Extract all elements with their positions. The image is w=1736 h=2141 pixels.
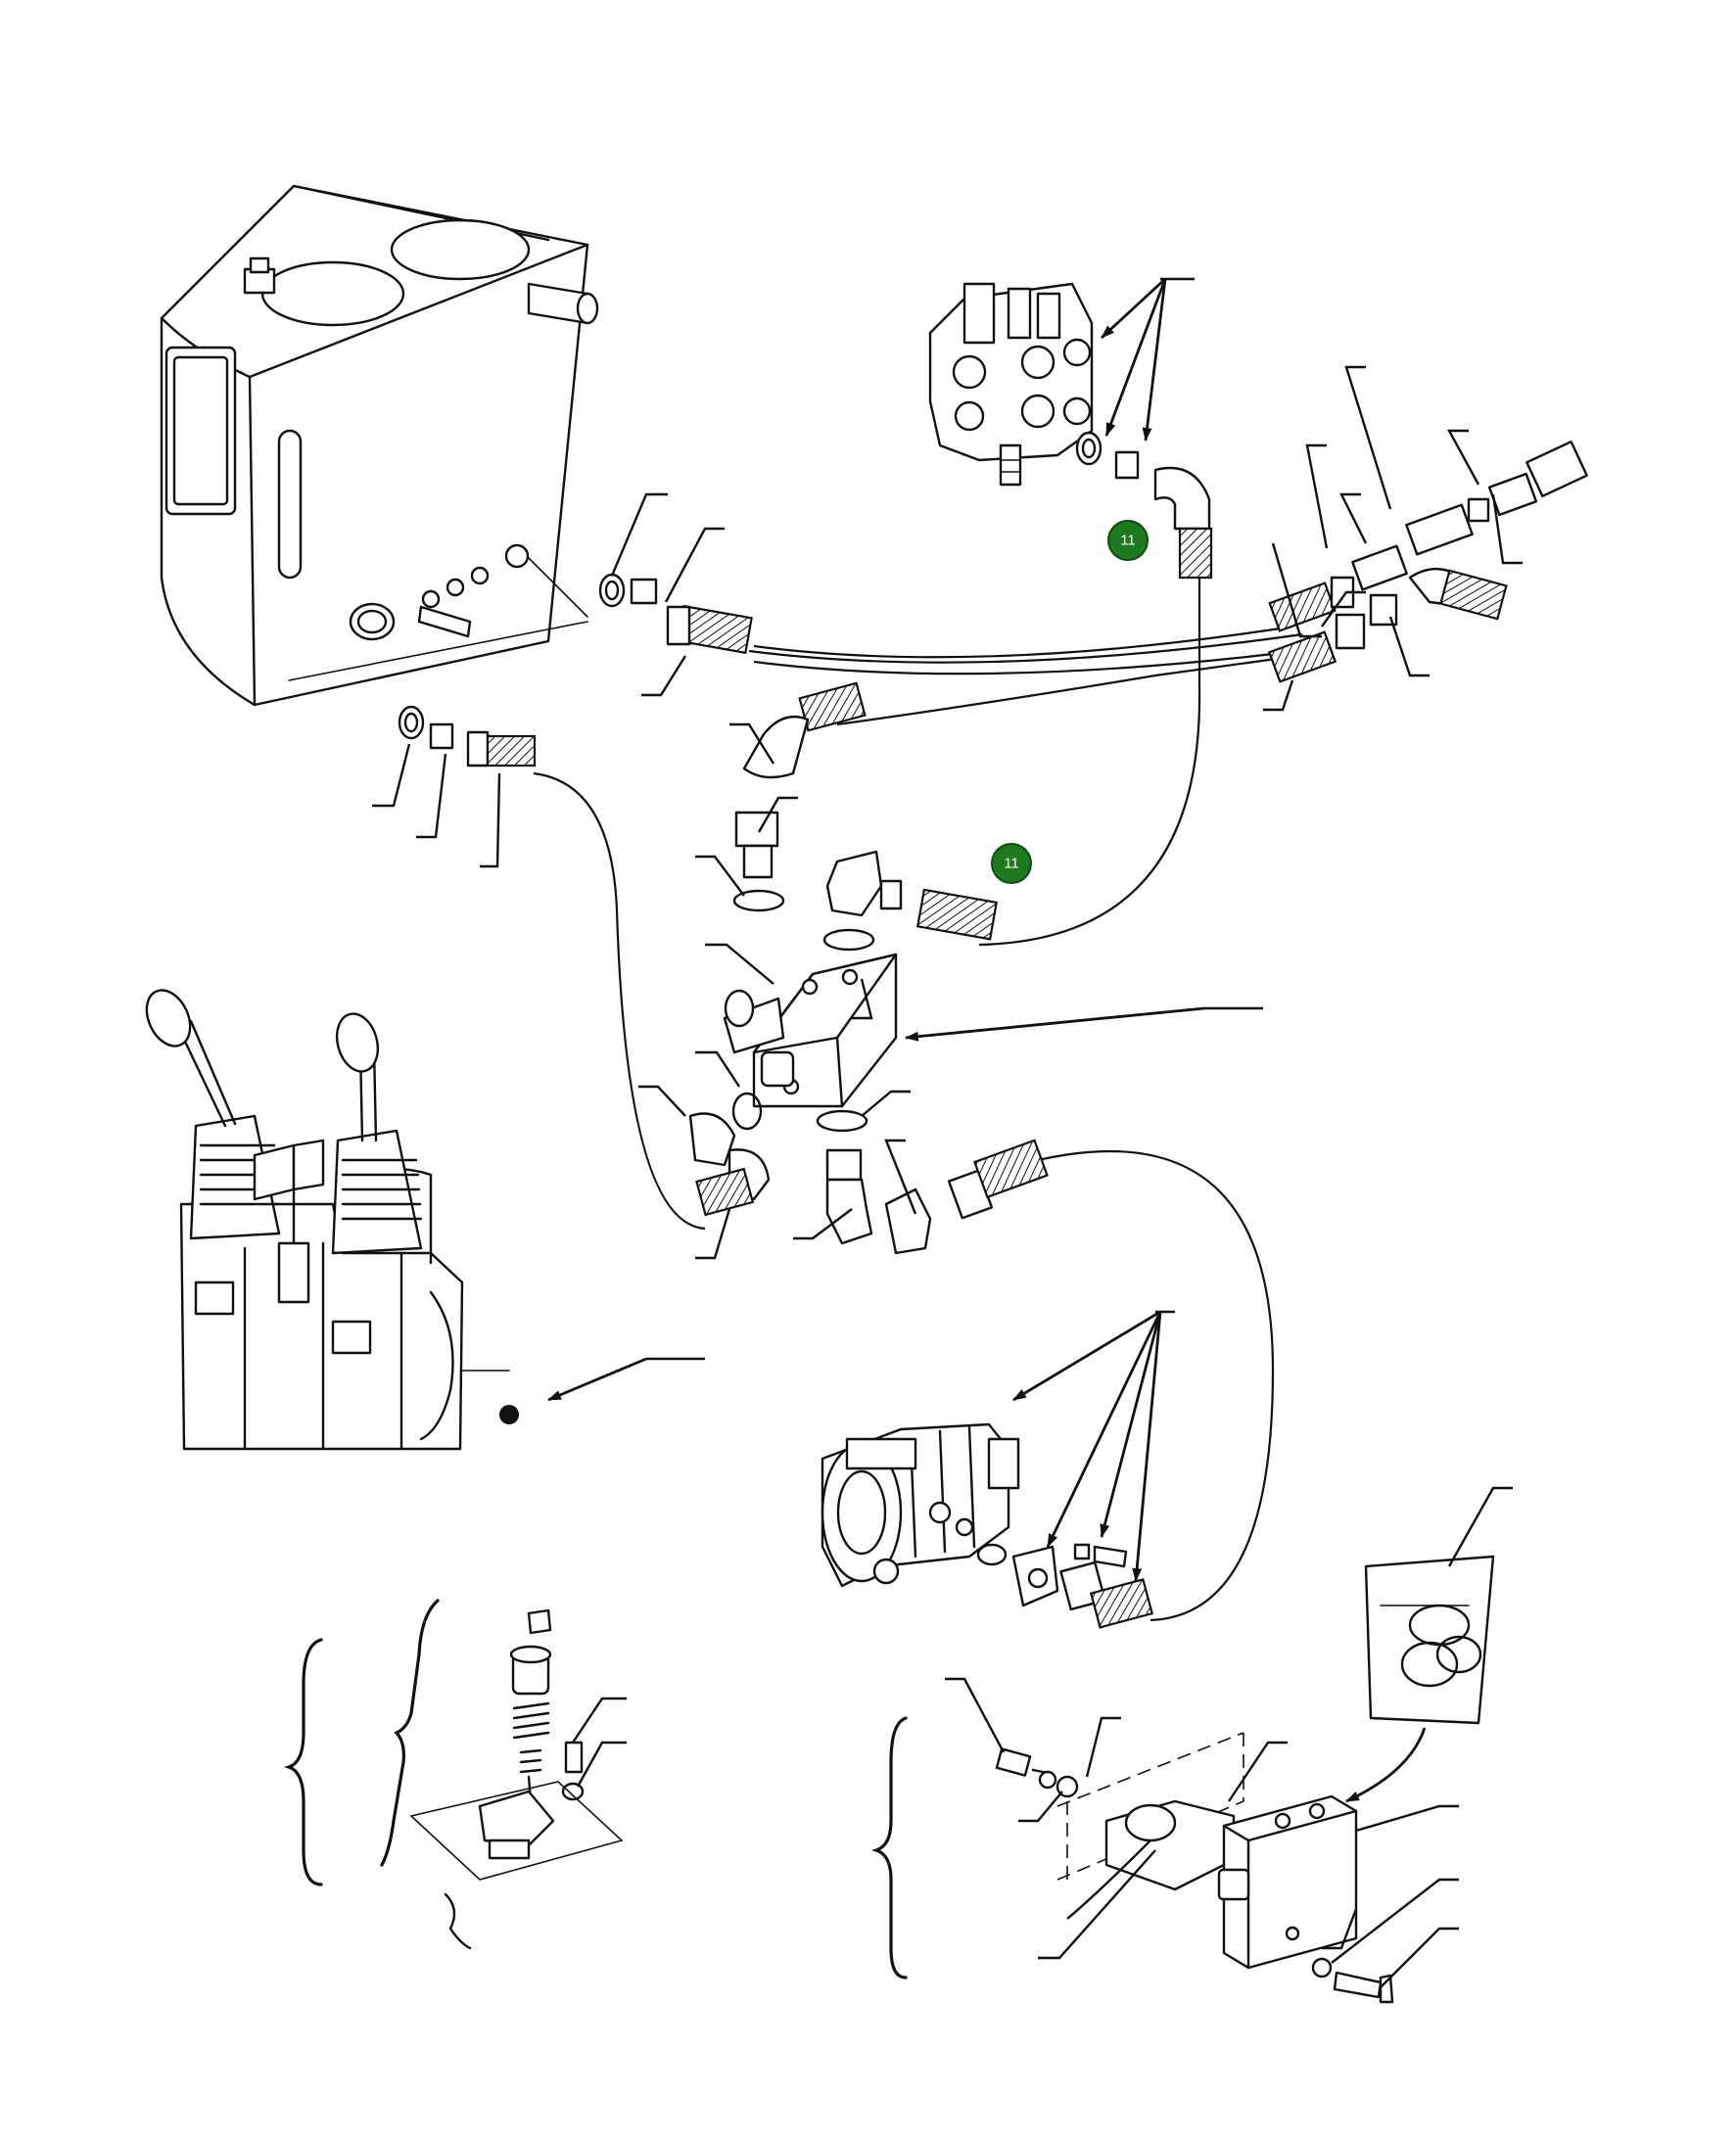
- block-detail: [870, 1555, 1495, 2004]
- control-valve: [928, 282, 1094, 487]
- reference-arrows: [547, 277, 1427, 1803]
- joystick-controls: [145, 989, 519, 1451]
- reference-dot: [499, 1405, 519, 1424]
- callout-badge-2: 11: [991, 843, 1032, 884]
- callout-badge-1: 11: [1107, 520, 1149, 561]
- callout-badge-1-label: 11: [1120, 533, 1136, 549]
- valve-block: [723, 953, 898, 1108]
- fittings: [398, 431, 1588, 1629]
- hoses: [533, 573, 1303, 1622]
- leader-lines: [372, 365, 1523, 1988]
- switch-detail: [283, 1599, 624, 1950]
- hydraulic-tank: [160, 184, 599, 707]
- hydraulic-pump: [821, 1422, 1128, 1607]
- callout-badge-2-label: 11: [1004, 856, 1019, 872]
